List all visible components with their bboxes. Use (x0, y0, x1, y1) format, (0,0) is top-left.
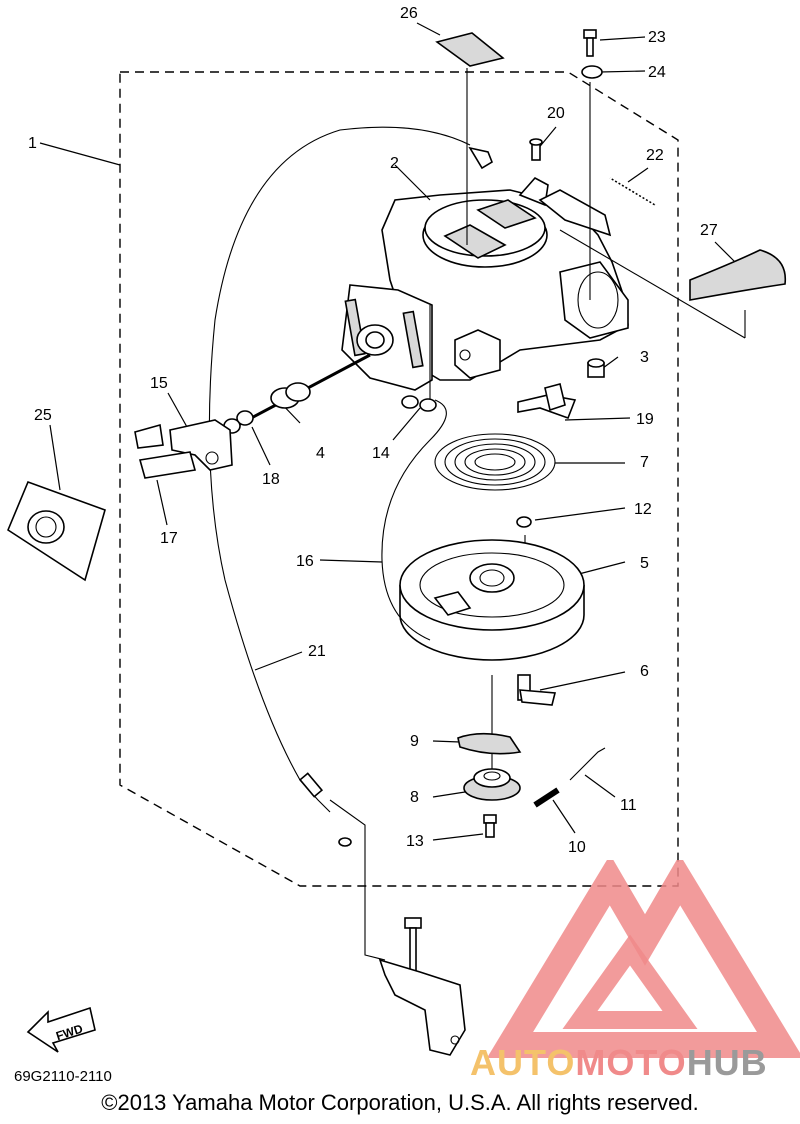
part-tape-27 (689, 249, 787, 301)
callout-27: 27 (700, 222, 718, 239)
part-bolt-13 (483, 814, 497, 838)
part-mount-bracket (329, 799, 466, 1056)
part-bolt-23 (583, 29, 597, 57)
callout-18: 18 (262, 471, 280, 488)
part-clip-17 (134, 423, 197, 479)
part-washer-24 (581, 65, 603, 79)
callout-22: 22 (646, 147, 664, 164)
watermark-part3: HUB (686, 1042, 768, 1083)
callout-1: 1 (28, 135, 37, 152)
part-grommet-14 (401, 395, 437, 412)
automotohub-logo (486, 860, 800, 1058)
callout-11: 11 (620, 797, 637, 814)
callout-13: 13 (406, 833, 424, 850)
callout-10: 10 (568, 839, 586, 856)
callout-2: 2 (390, 155, 399, 172)
part-pulley-5 (399, 539, 585, 661)
part-lever-19 (517, 394, 577, 420)
part-pin-20 (529, 138, 543, 161)
callout-23: 23 (648, 29, 666, 46)
callout-5: 5 (640, 555, 649, 572)
callout-6: 6 (640, 663, 649, 680)
callout-8: 8 (410, 789, 419, 806)
part-plate-9 (457, 732, 522, 755)
part-cable-16 (381, 399, 447, 641)
part-seal-25 (7, 480, 106, 582)
part-drive-plate-8 (463, 768, 521, 801)
diagram-code: 69G2110-2110 (14, 1068, 112, 1085)
watermark-wordmark: AUTOMOTOHUB (470, 1042, 768, 1084)
assembly-boundary (119, 71, 679, 887)
part-pawl-6 (517, 674, 557, 706)
part-spiral-spring-7 (434, 433, 556, 491)
callout-7: 7 (640, 454, 649, 471)
part-clip-12 (516, 516, 532, 528)
callout-17: 17 (160, 530, 178, 547)
part-cable-21 (208, 126, 471, 781)
callout-16: 16 (296, 553, 314, 570)
part-collar-3 (587, 358, 605, 378)
callout-15: 15 (150, 375, 168, 392)
callout-9: 9 (410, 733, 419, 750)
copyright-text: ©2013 Yamaha Motor Corporation, U.S.A. A… (101, 1090, 699, 1115)
callout-19: 19 (636, 411, 654, 428)
callout-14: 14 (372, 445, 390, 462)
callout-25: 25 (34, 407, 52, 424)
part-starter-housing (341, 176, 629, 391)
part-bracket-15 (169, 419, 233, 471)
callout-4: 4 (316, 445, 325, 462)
part-spring-22 (609, 176, 656, 207)
watermark-part1: AUTO (470, 1042, 576, 1083)
fwd-arrow-icon: FWD (26, 1006, 96, 1053)
watermark-part2: MOTO (575, 1042, 687, 1083)
callout-3: 3 (640, 349, 649, 366)
part-spring-11 (569, 747, 606, 781)
callout-24: 24 (648, 64, 666, 81)
part-spring-10 (533, 787, 560, 808)
part-label-26 (435, 32, 505, 67)
callout-12: 12 (634, 501, 652, 518)
callout-21: 21 (308, 643, 326, 660)
callouts: 1 2 3 4 5 6 7 8 9 10 11 12 13 14 15 16 1… (28, 5, 718, 856)
callout-20: 20 (547, 105, 565, 122)
callout-26: 26 (400, 5, 418, 22)
